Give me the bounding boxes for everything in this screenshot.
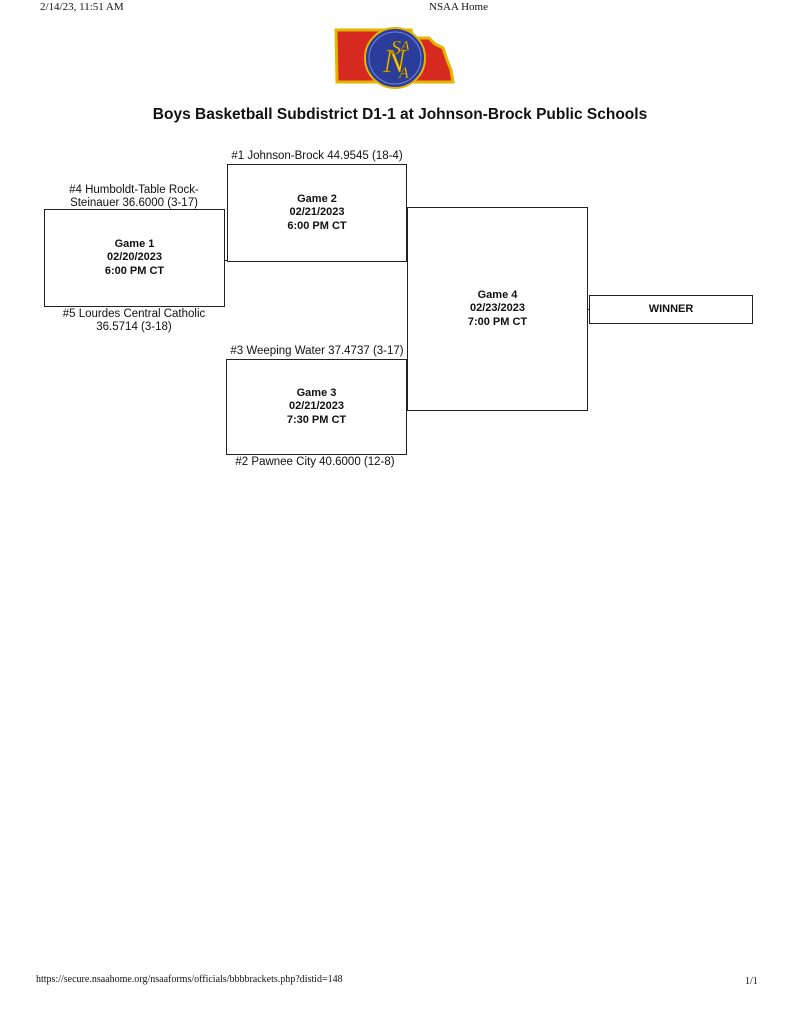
game-2-name: Game 2 <box>297 192 337 205</box>
game-4-box: Game 4 02/23/2023 7:00 PM CT <box>407 207 588 411</box>
team-seed-5-line2: 36.5714 (3-18) <box>96 321 172 333</box>
game-4-time: 7:00 PM CT <box>467 315 528 328</box>
team-seed-2: #2 Pawnee City 40.6000 (12-8) <box>235 456 395 468</box>
game-4-name: Game 4 <box>477 288 518 301</box>
print-timestamp: 2/14/23, 11:51 AM <box>40 1 124 13</box>
svg-text:A: A <box>398 65 409 82</box>
site-title: NSAA Home <box>429 1 488 13</box>
team-seed-4: #4 Humboldt-Table Rock- Steinauer 36.600… <box>44 184 224 210</box>
game-2-date: 02/21/2023 <box>289 206 345 219</box>
connector-line <box>225 260 227 261</box>
game-3-name: Game 3 <box>296 386 337 399</box>
team-seed-1: #1 Johnson-Brock 44.9545 (18-4) <box>231 150 403 162</box>
game-3-time: 7:30 PM CT <box>286 413 347 426</box>
team-seed-3: #3 Weeping Water 37.4737 (3-17) <box>230 345 404 357</box>
winner-label: WINNER <box>648 302 694 315</box>
team-seed-4-line1: #4 Humboldt-Table Rock- <box>69 184 199 196</box>
page-number: 1/1 <box>745 976 758 987</box>
svg-text:S: S <box>391 37 401 59</box>
game-3-date: 02/21/2023 <box>288 400 345 413</box>
team-seed-5: #5 Lourdes Central Catholic 36.5714 (3-1… <box>44 308 224 334</box>
page-title: Boys Basketball Subdistrict D1-1 at John… <box>152 106 648 123</box>
game-1-time: 6:00 PM CT <box>104 264 165 277</box>
svg-text:N: N <box>382 43 408 80</box>
game-3-box: Game 3 02/21/2023 7:30 PM CT <box>226 359 407 455</box>
game-2-time: 6:00 PM CT <box>287 219 347 232</box>
winner-box: WINNER <box>589 295 753 324</box>
game-2-box: Game 2 02/21/2023 6:00 PM CT <box>227 164 407 262</box>
game-1-name: Game 1 <box>114 237 155 250</box>
team-seed-5-line1: #5 Lourdes Central Catholic <box>62 308 206 320</box>
game-1-box: Game 1 02/20/2023 6:00 PM CT <box>44 209 225 307</box>
game-1-date: 02/20/2023 <box>106 251 163 264</box>
page-url: https://secure.nsaahome.org/nsaaforms/of… <box>36 974 343 985</box>
nsaa-logo: N S A A <box>333 20 459 95</box>
svg-text:A: A <box>400 39 410 54</box>
game-4-date: 02/23/2023 <box>469 302 526 315</box>
team-seed-4-line2: Steinauer 36.6000 (3-17) <box>70 197 198 209</box>
